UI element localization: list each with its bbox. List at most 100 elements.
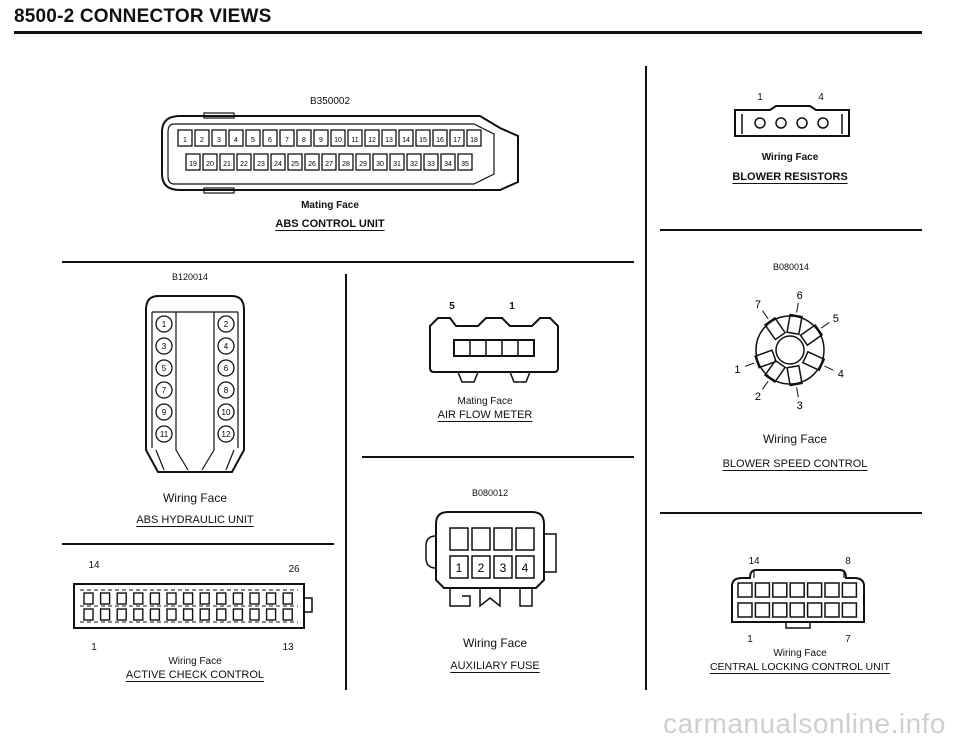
abs-control-pin	[219, 153, 235, 171]
auxiliary-fuse-pin-label: 4	[522, 561, 529, 575]
page-title: 8500-2 CONNECTOR VIEWS	[14, 6, 272, 27]
active-check-slot	[232, 592, 244, 605]
central-locking-slot	[754, 582, 771, 598]
abs-control-pin-label: 3	[217, 137, 221, 144]
central-locking-slot	[789, 582, 805, 598]
abs-control-pin-label: 30	[376, 161, 384, 168]
active-check-pin-13: 13	[282, 642, 294, 653]
central-locking-slot	[737, 602, 753, 618]
central-locking-slot	[841, 582, 858, 598]
abs-hydraulic-pin	[217, 315, 235, 333]
watermark: carmanualsonline.info	[663, 708, 946, 739]
abs-control-pin-label: 27	[325, 161, 333, 168]
blower-speed-pin-label: 6	[797, 290, 803, 302]
abs-control-pin-label: 13	[385, 137, 393, 144]
active-check-slot	[83, 608, 94, 621]
active-check-pin-14: 14	[88, 560, 100, 571]
active-check-slot	[265, 608, 277, 621]
active-check-slot	[216, 608, 227, 621]
active-check-control-connector	[73, 583, 313, 629]
active-check-slot	[199, 608, 210, 621]
active-check-slot	[83, 592, 94, 605]
blower-resistors-pin-4: 4	[818, 92, 824, 103]
abs-control-pin	[296, 129, 312, 147]
abs-hydraulic-pin-label: 3	[162, 342, 167, 351]
air-flow-meter-pin-1: 1	[509, 301, 515, 312]
blower-speed-leader	[744, 362, 755, 367]
abs-control-pin	[270, 153, 286, 171]
abs-control-pin-label: 14	[402, 137, 410, 144]
blower-speed-pin	[799, 323, 824, 347]
abs-control-pin	[253, 153, 269, 171]
divider-h-hydraulic	[62, 543, 334, 545]
auxiliary-fuse-pin-label: 2	[478, 561, 485, 575]
abs-hydraulic-pin	[155, 359, 173, 377]
abs-control-pin	[211, 129, 227, 147]
abs-control-pin-label: 23	[257, 161, 265, 168]
abs-hydraulic-pin-label: 6	[224, 364, 229, 373]
abs-control-pin	[202, 153, 218, 171]
blower-resistors-pin-1: 1	[757, 92, 763, 103]
abs-control-pin-label: 4	[234, 137, 238, 144]
abs-control-pin-label: 2	[200, 137, 204, 144]
auxiliary-fuse-pin-label: 3	[500, 561, 507, 575]
abs-control-pin	[347, 129, 363, 147]
blower-speed-leader	[762, 380, 769, 390]
abs-control-pin-label: 33	[427, 161, 435, 168]
abs-control-pin-label: 17	[453, 137, 461, 144]
active-check-slot	[133, 592, 144, 605]
abs-control-unit-face-label: Mating Face	[301, 200, 359, 211]
abs-control-pin-label: 34	[444, 161, 452, 168]
active-check-slot	[116, 608, 127, 621]
abs-control-pin-label: 18	[470, 137, 478, 144]
active-check-slot	[133, 608, 144, 621]
abs-control-pin-label: 19	[189, 161, 197, 168]
active-check-slot	[249, 608, 260, 621]
central-locking-slot	[841, 602, 858, 618]
active-check-name: ACTIVE CHECK CONTROL	[125, 669, 265, 681]
blower-resistors-connector	[734, 105, 850, 137]
abs-control-pin-label: 1	[183, 137, 187, 144]
blower-speed-leader	[824, 365, 834, 371]
abs-control-pin-label: 7	[285, 137, 289, 144]
blower-speed-pin	[801, 350, 826, 372]
abs-hydraulic-pin	[217, 359, 235, 377]
abs-control-pin	[389, 153, 405, 171]
active-check-slot	[116, 592, 127, 605]
abs-control-pin	[364, 129, 380, 147]
blower-speed-leader	[796, 302, 799, 313]
abs-control-pin	[228, 129, 244, 147]
divider-v-main	[645, 66, 647, 690]
divider-v-left	[345, 274, 347, 690]
abs-hydraulic-pin	[155, 337, 173, 355]
auxiliary-fuse-code: B080012	[471, 488, 509, 498]
abs-control-pin	[236, 153, 252, 171]
abs-control-pin-label: 8	[302, 137, 306, 144]
abs-hydraulic-pin-label: 9	[162, 408, 167, 417]
abs-control-pin-label: 20	[206, 161, 214, 168]
active-check-slot	[282, 608, 293, 621]
divider-h-right-top	[660, 229, 922, 231]
abs-hydraulic-pin	[217, 337, 235, 355]
abs-control-pin	[330, 129, 346, 147]
abs-hydraulic-pin-label: 8	[224, 386, 229, 395]
auxiliary-fuse-pin	[515, 555, 535, 579]
divider-h-right-mid	[660, 512, 922, 514]
central-locking-slot	[806, 602, 823, 618]
blower-speed-pin-label: 5	[833, 313, 839, 325]
air-flow-meter-face-label: Mating Face	[457, 396, 513, 407]
abs-hydraulic-pin-label: 5	[162, 364, 167, 373]
air-flow-meter-pin-5: 5	[449, 301, 455, 312]
abs-control-pin-label: 12	[368, 137, 376, 144]
active-check-slot	[249, 592, 260, 605]
abs-control-pin	[432, 129, 448, 147]
abs-hydraulic-pin	[217, 403, 235, 421]
abs-control-pin	[304, 153, 320, 171]
central-locking-face-label: Wiring Face	[773, 648, 827, 659]
active-check-pin-26: 26	[288, 564, 300, 575]
abs-control-pin	[279, 129, 295, 147]
abs-control-pin-label: 32	[410, 161, 418, 168]
abs-control-pin	[381, 129, 397, 147]
